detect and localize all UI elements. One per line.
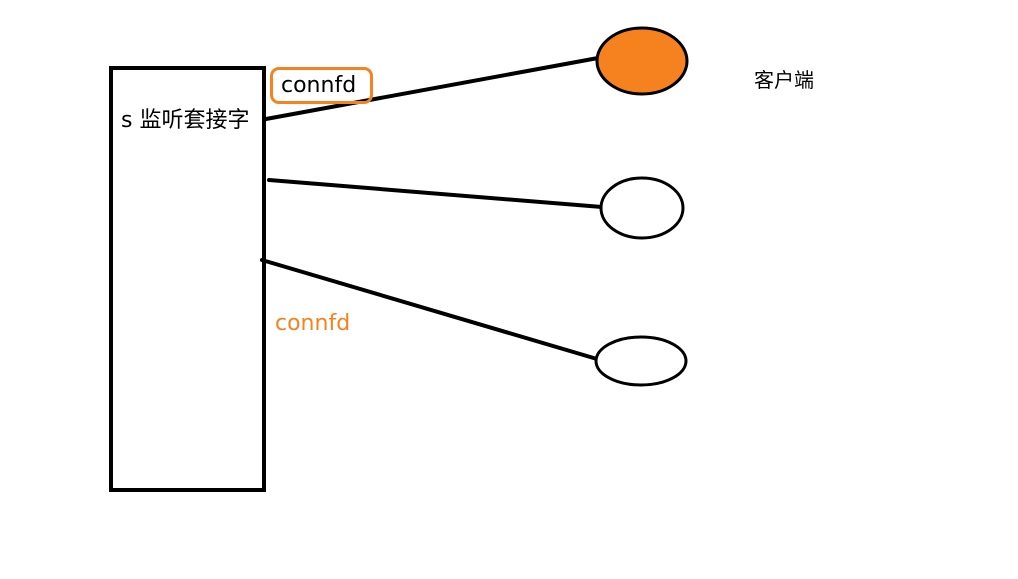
client-node-2 [599,176,685,240]
connection-line-1 [264,56,600,121]
connfd-label-free: connfd [275,311,351,336]
client-node-3 [594,335,688,387]
connection-line-2 [267,178,604,209]
connfd-label-boxed: connfd [281,73,357,98]
connfd-highlight-box [270,67,373,104]
listening-socket-box [109,66,266,492]
client-label: 客户端 [754,68,814,92]
listening-socket-label: s 监听套接字 [121,108,250,133]
connection-line-3 [260,258,599,361]
client-node-active [595,26,689,96]
